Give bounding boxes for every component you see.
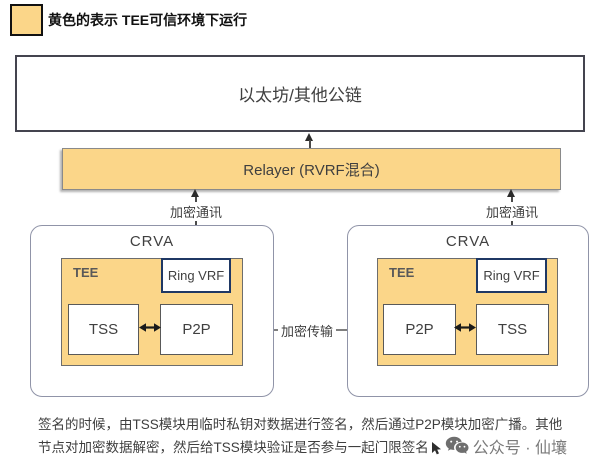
tee-label: TEE	[73, 265, 99, 280]
relayer-label: Relayer (RVRF混合)	[243, 161, 380, 179]
p2p-box: P2P	[383, 304, 456, 355]
tee-label: TEE	[389, 265, 415, 280]
comm-label-left: 加密通讯	[166, 202, 226, 221]
footnote-line2: 节点对加密数据解密，然后给TSS模块验证是否参与一起门限签名	[38, 440, 429, 455]
arrow-up-icon	[305, 133, 313, 141]
tss-box: TSS	[68, 304, 139, 355]
transfer-label: 加密传输	[277, 321, 337, 340]
legend-label: 黄色的表示 TEE可信环境下运行	[48, 12, 248, 28]
crva-node-left: CRVA TEE Ring VRF TSS P2P	[30, 225, 274, 397]
crva-title: CRVA	[129, 233, 175, 250]
arrow-up-icon	[191, 189, 199, 197]
tee-legend-swatch	[10, 4, 43, 36]
relayer-box: Relayer (RVRF混合)	[62, 148, 561, 190]
chain-box: 以太坊/其他公链	[15, 55, 585, 132]
crva-node-right: CRVA TEE Ring VRF P2P TSS	[347, 225, 589, 397]
watermark-label: 公众号 · 仙壤	[472, 440, 567, 457]
wechat-icon	[445, 436, 469, 454]
ring-vrf-box: Ring VRF	[161, 258, 231, 293]
footnote: 签名的时候，由TSS模块用临时私钥对数据进行签名，然后通过P2P模块加密广播。其…	[38, 413, 590, 460]
crva-title: CRVA	[445, 233, 491, 250]
relayer-to-chain-line	[309, 140, 311, 148]
double-arrow-icon	[454, 323, 476, 332]
footnote-line1: 签名的时候，由TSS模块用临时私钥对数据进行签名，然后通过P2P模块加密广播。其…	[38, 417, 563, 432]
double-arrow-icon	[139, 323, 161, 332]
arrow-up-icon	[507, 189, 515, 197]
chain-label: 以太坊/其他公链	[238, 86, 362, 105]
p2p-box: P2P	[160, 304, 233, 355]
mouse-cursor-icon	[431, 442, 441, 455]
ring-vrf-box: Ring VRF	[476, 258, 547, 293]
comm-label-right: 加密通讯	[482, 202, 542, 221]
tss-box: TSS	[476, 304, 549, 355]
